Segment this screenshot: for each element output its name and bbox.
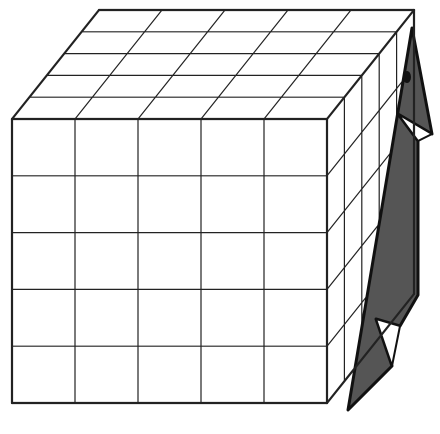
top-grid-line [201, 10, 288, 119]
penguin-figure [348, 28, 432, 410]
top-grid-line [75, 10, 162, 119]
front-face-fill [12, 119, 327, 403]
cube-front-face [12, 119, 327, 403]
cube-top-face [29, 10, 396, 119]
cube-edge [12, 10, 99, 119]
top-grid-line [138, 10, 225, 119]
top-grid-line [264, 10, 351, 119]
penguin-eye [403, 71, 411, 83]
